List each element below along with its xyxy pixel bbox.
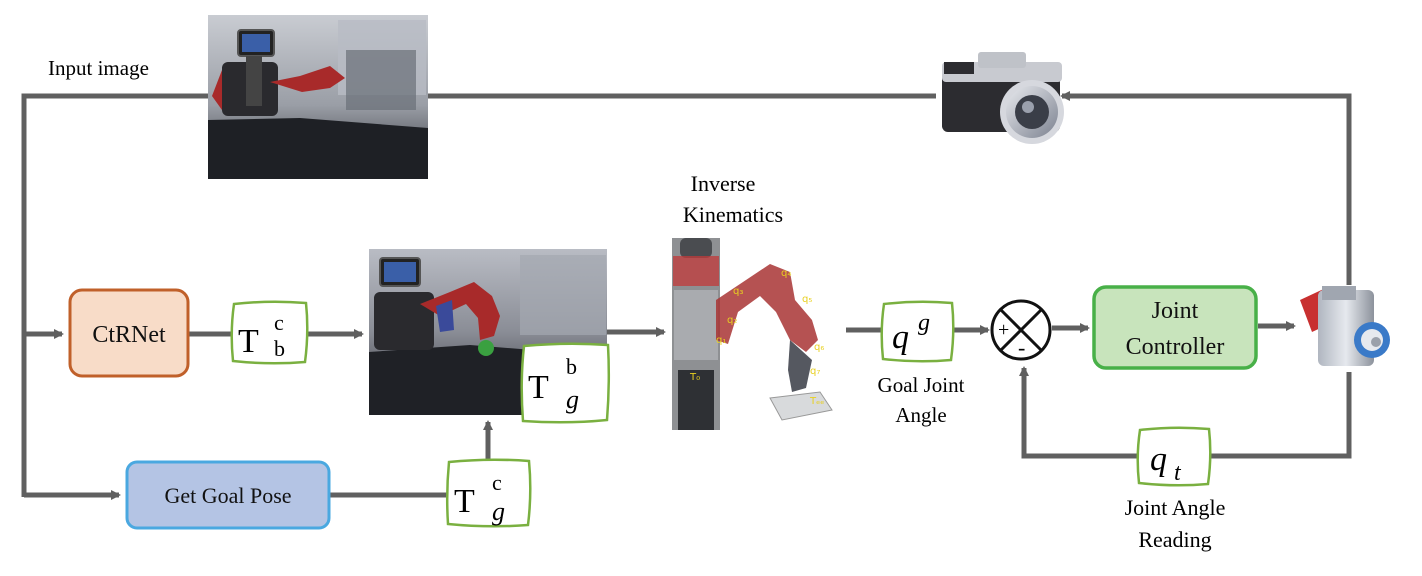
t-g-b-superscript: b	[566, 354, 577, 379]
t-g-c-base: T	[454, 483, 475, 520]
joint-q3-label: q₃	[733, 286, 743, 297]
joint-q5-label: q₅	[802, 294, 812, 305]
joint-q2-label: q₂	[727, 315, 737, 326]
q-g-base: q	[892, 319, 909, 356]
motor-icon	[1300, 286, 1390, 366]
q-g-symbol: q g	[880, 300, 955, 363]
q-g-superscript: g	[918, 310, 930, 336]
ik-robot-illustration: q₃ q₂ q₁ q₄ q₅ q₆ q₇ T₀ Tₑₑ	[672, 238, 833, 430]
t-b-c-superscript: c	[274, 310, 284, 335]
goal-joint-angle-line2: Angle	[895, 403, 946, 427]
frame-t0-label: T₀	[689, 372, 700, 383]
ik-label-line1: Inverse	[691, 171, 756, 196]
joint-angle-reading-line1: Joint Angle	[1125, 495, 1226, 520]
joint-q7-label: q₇	[810, 366, 820, 377]
summing-minus-sign: -	[1018, 335, 1025, 360]
ik-label-line2: Kinematics	[683, 202, 783, 227]
t-g-b-subscript: g	[566, 385, 579, 414]
t-g-c-symbol: T c g	[445, 458, 532, 528]
get-goal-pose-label: Get Goal Pose	[164, 483, 291, 508]
get-goal-pose-block: Get Goal Pose	[125, 460, 331, 530]
joint-controller-block: Joint Controller	[1092, 285, 1258, 370]
joint-q4-label: q₄	[781, 268, 791, 279]
t-b-c-subscript: b	[274, 336, 285, 361]
ctrnet-block: CtRNet	[68, 288, 190, 378]
q-t-subscript: t	[1174, 460, 1182, 486]
camera-to-input-line	[21, 93, 936, 497]
t-b-c-symbol: T c b	[230, 300, 309, 365]
summing-plus-sign: +	[998, 319, 1009, 341]
input-image-label: Input image	[48, 56, 149, 80]
frame-tee-label: Tₑₑ	[809, 396, 824, 407]
goal-joint-angle-line1: Goal Joint	[878, 373, 965, 397]
motor-to-camera-line	[1060, 91, 1352, 285]
t-g-c-superscript: c	[492, 470, 502, 495]
joint-q1-label: q₁	[716, 335, 726, 346]
camera-icon	[942, 52, 1064, 144]
input-image	[208, 15, 428, 179]
summing-junction: + -	[990, 299, 1052, 361]
t-b-c-base: T	[238, 323, 259, 360]
t-g-b-symbol: T b g	[520, 342, 611, 424]
t-g-c-subscript: g	[492, 497, 505, 526]
q-t-base: q	[1150, 441, 1167, 478]
joint-angle-reading-line2: Reading	[1138, 527, 1211, 552]
joint-controller-line1: Joint	[1152, 298, 1199, 324]
t-g-b-base: T	[528, 369, 549, 406]
ctrnet-label: CtRNet	[92, 322, 166, 348]
joint-q6-label: q₆	[814, 342, 824, 353]
q-t-symbol: q t	[1136, 426, 1212, 487]
joint-controller-line2: Controller	[1126, 334, 1225, 360]
